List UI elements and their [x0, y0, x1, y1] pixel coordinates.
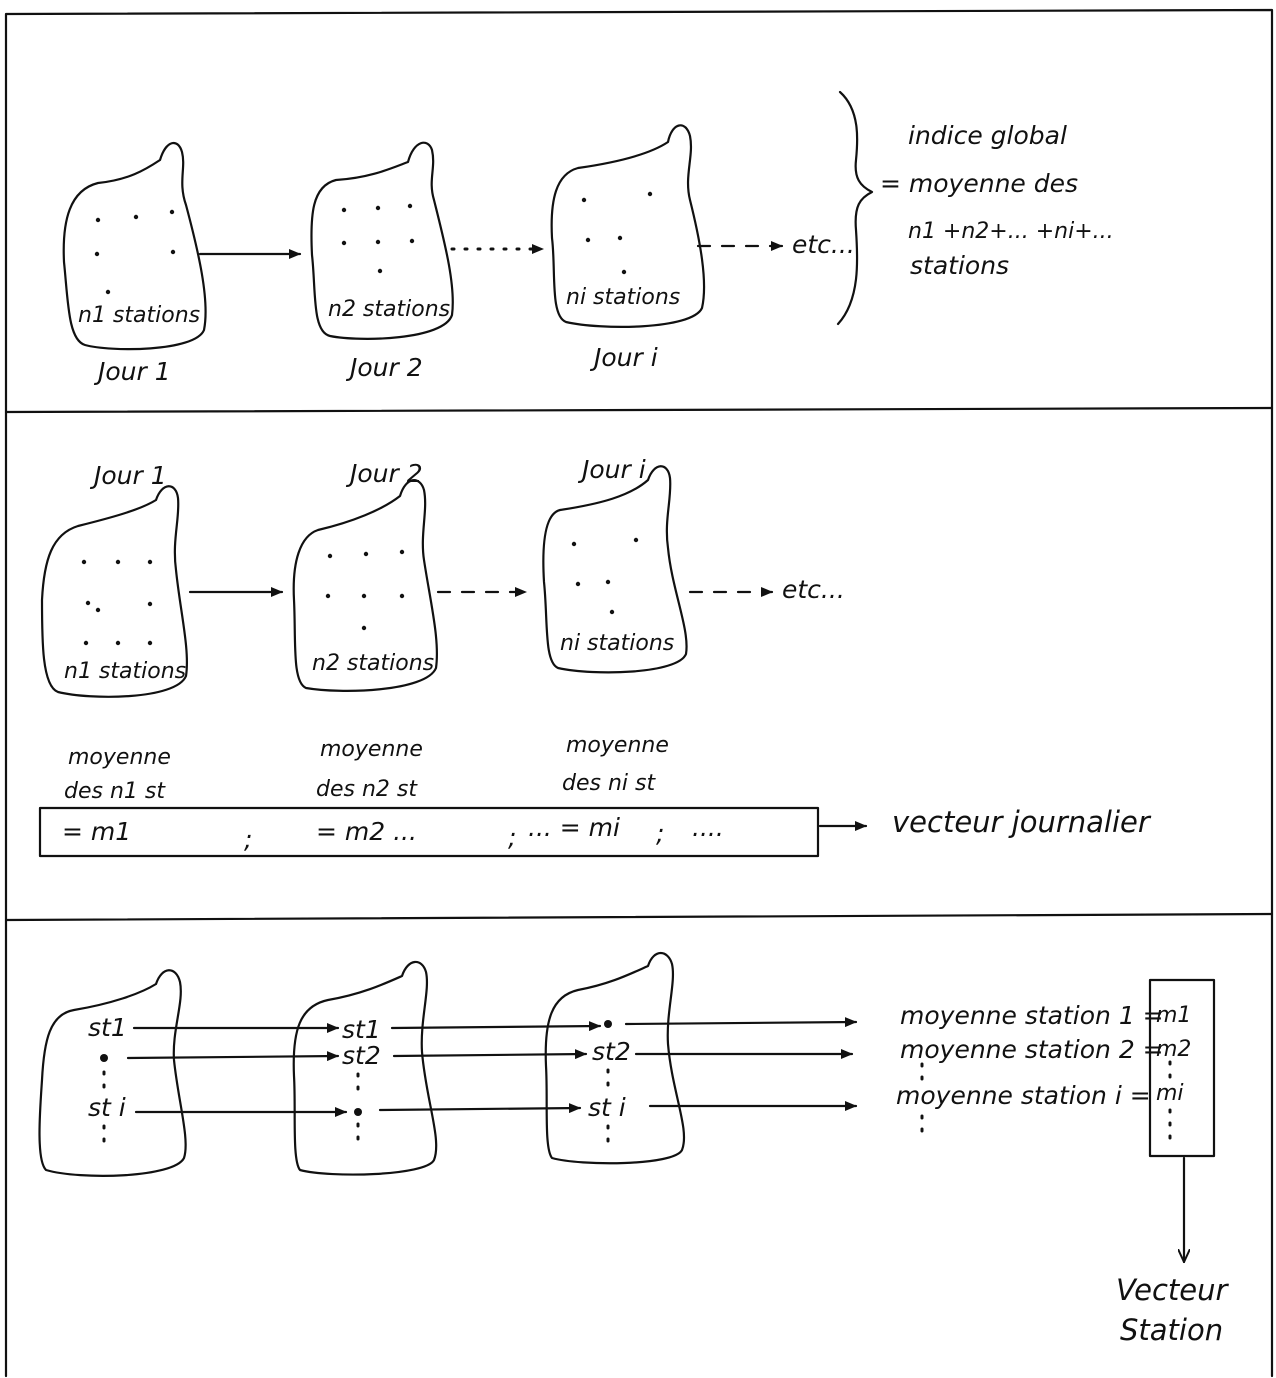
station-i-label: st i — [588, 1093, 626, 1122]
station-means: moyenne station 1 = moyenne station 2 = … — [896, 1001, 1164, 1142]
station-i-label: st i — [88, 1093, 126, 1122]
summary-line-1: indice global — [908, 121, 1067, 150]
column-value-1: m1 — [1156, 1003, 1191, 1028]
day-blob-1: n1 stations Jour 1 — [62, 142, 207, 386]
station-mean-row-i: moyenne station i = — [896, 1081, 1151, 1110]
station-dots — [571, 537, 639, 615]
blob-outline — [62, 142, 207, 351]
panel-3: st1 st i st1 st2 st2 st i — [38, 951, 1230, 1347]
blob-outline — [38, 969, 187, 1177]
result-label-line2: Station — [1120, 1313, 1223, 1347]
vector-sep-2: ; — [508, 823, 516, 852]
station-1-label: st1 — [342, 1015, 381, 1044]
station-2-label: st2 — [342, 1041, 381, 1070]
day-label: Jour i — [577, 455, 646, 484]
day-label: Jour 1 — [93, 357, 171, 386]
station-dots — [94, 209, 176, 295]
panel-1: n1 stations Jour 1 n2 stations Jour 2 — [62, 90, 1114, 386]
dotted-arrowhead — [532, 244, 544, 254]
result-label-line1: Vecteur — [1116, 1273, 1230, 1307]
blob-outline — [550, 124, 706, 328]
summary-line-2: = moyenne des — [880, 169, 1078, 198]
blob-outline — [40, 485, 189, 698]
station-blob-2: st1 st2 — [292, 960, 438, 1176]
mean-label-1-line1: moyenne — [68, 745, 171, 770]
day-label: Jour i — [589, 343, 658, 372]
vector-box-outline — [38, 806, 820, 858]
day-blob-i: ni stations Jour i — [550, 124, 706, 372]
mean-label-i-line2: des ni st — [562, 771, 656, 796]
station-2-label: st2 — [592, 1037, 631, 1066]
blob-outline — [292, 960, 438, 1176]
panel-2: Jour 1 n1 stations Jour 2 — [38, 455, 1152, 858]
vector-label: vecteur journalier — [892, 805, 1152, 839]
mean-label-2-line2: des n2 st — [316, 777, 418, 802]
panel-divider-1 — [4, 406, 1274, 414]
station-vector-column: m1 m2 mi — [1148, 978, 1216, 1158]
station-mean-row-1: moyenne station 1 = — [900, 1001, 1164, 1030]
column-box-outline — [1148, 978, 1216, 1158]
station-count-label: n2 stations — [312, 651, 434, 676]
station-count-label: n1 stations — [78, 303, 200, 328]
blob-outline — [310, 141, 454, 340]
etc-label: etc... — [782, 575, 845, 604]
station-count-label: n1 stations — [64, 659, 186, 684]
day-blob-2: n2 stations Jour 2 — [310, 141, 454, 382]
mean-label-1-line2: des n1 st — [64, 779, 166, 804]
arrow-st1-c — [624, 1017, 858, 1028]
station-blob-3: st2 st i — [544, 951, 686, 1165]
vector-tail: .... — [692, 813, 724, 842]
station-dots — [81, 559, 153, 646]
panel-divider-2 — [4, 912, 1274, 922]
column-value-i: mi — [1156, 1081, 1184, 1106]
day-label: Jour 1 — [89, 461, 167, 490]
global-index-summary: indice global = moyenne des n1 +n2+... +… — [880, 121, 1114, 280]
arrow-st2-a — [126, 1051, 340, 1062]
station-dot — [604, 1020, 612, 1028]
vector-cell-2: = m2 ... — [316, 817, 417, 846]
station-count-label: ni stations — [566, 285, 680, 310]
daily-vector-box: = m1 ; = m2 ... ; ... = mi ; .... — [38, 806, 820, 858]
arrow-sti-b — [378, 1103, 582, 1114]
station-dots — [581, 191, 653, 275]
vector-sep-3: ; — [656, 819, 664, 848]
etc-label: etc... — [792, 230, 855, 259]
station-dots — [341, 203, 415, 274]
column-value-2: m2 — [1156, 1037, 1191, 1062]
station-mean-row-2: moyenne station 2 = — [900, 1035, 1164, 1064]
station-dot — [100, 1054, 108, 1062]
arrow-st1-b — [390, 1021, 602, 1032]
day-blob-2: Jour 2 n2 stations — [292, 459, 439, 692]
station-count-label: n2 stations — [328, 297, 450, 322]
blob-outline — [542, 465, 688, 674]
day-label: Jour 2 — [345, 353, 423, 382]
vector-cell-1: = m1 — [62, 817, 131, 846]
mean-label-2-line1: moyenne — [320, 737, 423, 762]
vector-cell-3: ... = mi — [528, 813, 620, 842]
station-1-label: st1 — [88, 1013, 127, 1042]
station-blob-1: st1 st i — [38, 969, 187, 1177]
blob-outline — [292, 479, 439, 692]
day-blob-i: Jour i ni stations — [542, 455, 688, 674]
summary-line-4: stations — [910, 251, 1009, 280]
blob-outline — [544, 951, 686, 1165]
mean-label-i-line1: moyenne — [566, 733, 669, 758]
station-dots — [325, 549, 405, 631]
vector-sep-1: ; — [244, 825, 252, 854]
daily-means: moyenne des n1 st moyenne des n2 st moye… — [64, 733, 669, 804]
day-blob-1: Jour 1 n1 stations — [40, 461, 189, 698]
grouping-brace — [836, 90, 874, 326]
summary-line-3: n1 +n2+... +ni+... — [908, 219, 1114, 244]
station-count-label: ni stations — [560, 631, 674, 656]
station-dot — [354, 1108, 362, 1116]
outer-frame — [4, 8, 1274, 1378]
arrow-st2-b — [392, 1049, 588, 1060]
day-label: Jour 2 — [345, 459, 423, 488]
